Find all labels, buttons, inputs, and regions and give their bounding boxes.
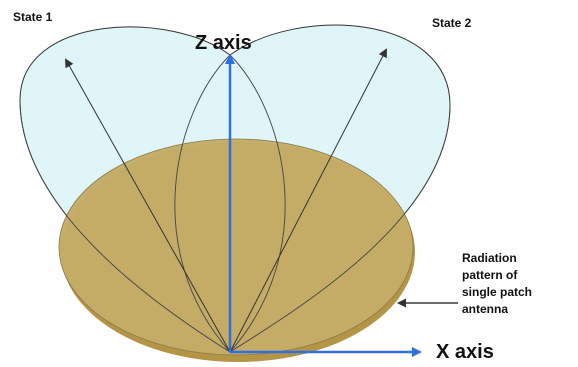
z-axis-label: Z axis xyxy=(195,32,252,54)
state1-beam-arrow xyxy=(65,58,231,353)
state2-lobe-inner-outline xyxy=(229,104,451,353)
state2-lobe-front-curve xyxy=(174,54,231,353)
x-axis-label: X axis xyxy=(436,341,494,363)
annotation-line-4: antenna xyxy=(462,302,508,316)
state1-lobe-inner-outline xyxy=(19,99,231,353)
state1-label: State 1 xyxy=(13,10,53,24)
annotation-line-3: single patch xyxy=(462,285,532,299)
state1-lobe-front-curve xyxy=(229,54,286,353)
patch-pattern xyxy=(58,138,414,356)
state2-label: State 2 xyxy=(432,16,472,30)
annotation-line-1: Radiation xyxy=(462,251,517,265)
state2-beam-arrow xyxy=(229,48,387,353)
annotation-line-2: pattern of xyxy=(462,268,518,282)
